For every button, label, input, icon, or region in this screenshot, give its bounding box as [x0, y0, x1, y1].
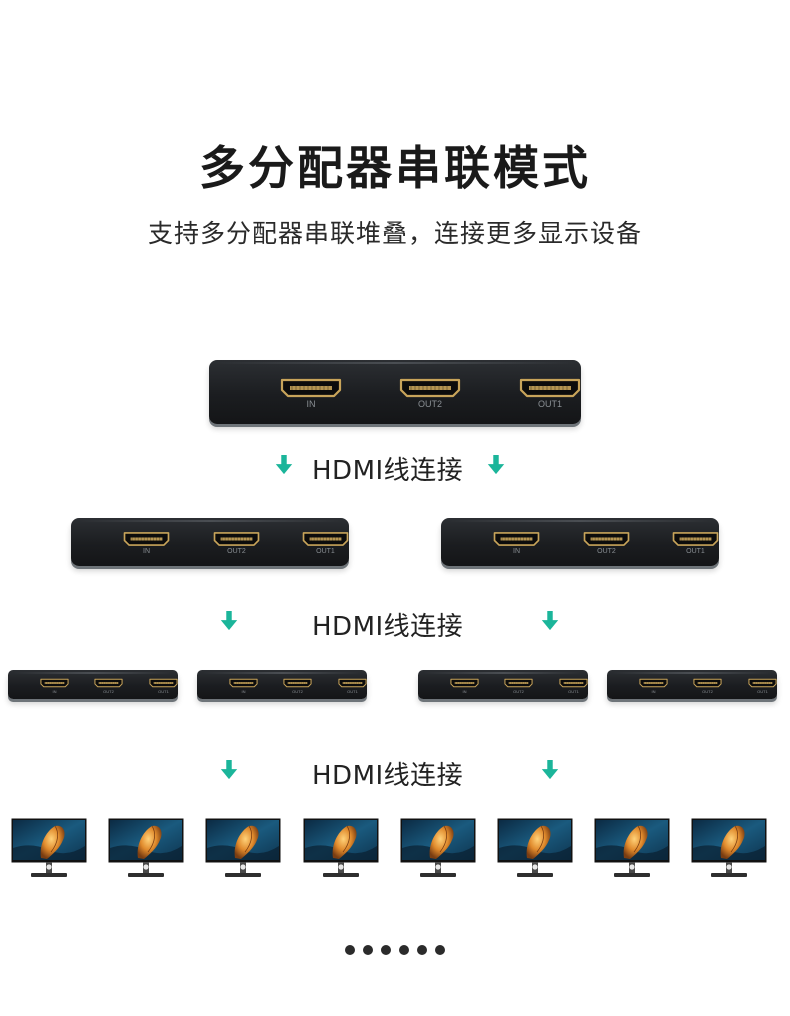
hdmi-port-icon — [40, 678, 69, 688]
hdmi-port-t3-1-out2 — [94, 678, 123, 688]
port-label-t3-4-out2: OUT2 — [702, 689, 713, 694]
hdmi-port-t3-4-in — [639, 678, 668, 688]
port-label-t1-out1: OUT1 — [537, 399, 562, 409]
hdmi-port-t2b-out2 — [583, 531, 630, 547]
arrow-down-icon — [274, 455, 294, 479]
splitter-tier2-left — [71, 518, 349, 566]
hdmi-port-t3-3-in — [450, 678, 479, 688]
arrow-down-icon — [219, 611, 239, 635]
hdmi-port-icon — [693, 678, 722, 688]
pagination-dot — [435, 945, 445, 955]
hdmi-port-icon — [399, 378, 461, 398]
hdmi-port-t3-3-out1 — [559, 678, 588, 688]
hdmi-port-t3-2-in — [229, 678, 258, 688]
hdmi-port-icon — [229, 678, 258, 688]
hdmi-port-icon — [94, 678, 123, 688]
hdmi-port-icon — [283, 678, 312, 688]
port-label-t3-1-out2: OUT2 — [103, 689, 114, 694]
arrow-down-icon — [486, 455, 506, 479]
hdmi-port-icon — [338, 678, 367, 688]
monitor-icon — [594, 818, 670, 884]
port-label-t2a-in: IN — [143, 548, 150, 555]
monitor-icon — [400, 818, 476, 884]
port-label-t3-3-out2: OUT2 — [513, 689, 524, 694]
hdmi-port-icon — [504, 678, 533, 688]
pagination-dots — [0, 940, 790, 959]
port-label-t1-in: IN — [306, 399, 316, 409]
hdmi-port-icon — [559, 678, 588, 688]
port-label-t3-4-out1: OUT1 — [757, 689, 768, 694]
hdmi-port-t3-4-out2 — [693, 678, 722, 688]
port-label-t3-1-out1: OUT1 — [158, 689, 169, 694]
hdmi-port-icon — [213, 532, 260, 546]
splitter-tier1 — [209, 360, 581, 424]
monitor-icon — [497, 818, 573, 884]
monitor-icon — [691, 818, 767, 884]
hdmi-port-t3-2-out1 — [338, 678, 367, 688]
hdmi-port-t1-in — [280, 378, 342, 398]
splitter-tier3-4 — [607, 670, 777, 699]
hdmi-port-t1-out2 — [399, 378, 461, 398]
port-label-t2a-out2: OUT2 — [227, 548, 246, 555]
port-label-t3-4-in: IN — [651, 689, 656, 694]
splitter-tier2-right — [441, 518, 719, 566]
hdmi-port-icon — [149, 678, 178, 688]
hdmi-port-icon — [519, 378, 581, 398]
hdmi-port-t3-1-in — [40, 678, 69, 688]
hdmi-port-t3-1-out1 — [149, 678, 178, 688]
hdmi-port-t2a-out2 — [213, 531, 260, 547]
connection-label-1: HDMI线连接 — [312, 456, 464, 486]
monitor-icon — [205, 818, 281, 884]
hdmi-port-t2b-in — [493, 531, 540, 547]
page-subtitle: 支持多分配器串联堆叠，连接更多显示设备 — [147, 219, 642, 248]
arrow-down-icon — [540, 760, 560, 784]
monitor-icon — [108, 818, 184, 884]
hdmi-port-t2a-out1 — [302, 531, 349, 547]
pagination-dot — [381, 945, 391, 955]
hdmi-port-t3-4-out1 — [748, 678, 777, 688]
monitor-icon — [11, 818, 87, 884]
splitter-tier3-2 — [197, 670, 367, 699]
page-title: 多分配器串联模式 — [199, 141, 591, 195]
port-label-t3-2-in: IN — [241, 689, 246, 694]
port-label-t3-2-out1: OUT1 — [347, 689, 358, 694]
arrow-down-icon — [540, 611, 560, 635]
hdmi-port-t2a-in — [123, 531, 170, 547]
port-label-t3-1-in: IN — [52, 689, 57, 694]
hdmi-port-icon — [302, 532, 349, 546]
hdmi-port-t1-out1 — [519, 378, 581, 398]
connection-label-3: HDMI线连接 — [312, 761, 464, 791]
hdmi-port-icon — [123, 532, 170, 546]
monitor-icon — [303, 818, 379, 884]
port-label-t2b-out2: OUT2 — [597, 548, 616, 555]
port-label-t2b-in: IN — [513, 548, 520, 555]
port-label-t2a-out1: OUT1 — [316, 548, 335, 555]
hdmi-port-t3-2-out2 — [283, 678, 312, 688]
port-label-t3-3-out1: OUT1 — [568, 689, 579, 694]
port-label-t1-out2: OUT2 — [417, 399, 442, 409]
hdmi-port-icon — [450, 678, 479, 688]
hdmi-port-icon — [280, 378, 342, 398]
hdmi-port-icon — [672, 532, 719, 546]
port-label-t3-2-out2: OUT2 — [292, 689, 303, 694]
hdmi-port-icon — [748, 678, 777, 688]
pagination-dot — [363, 945, 373, 955]
splitter-tier3-1 — [8, 670, 178, 699]
pagination-dot — [399, 945, 409, 955]
port-label-t2b-out1: OUT1 — [686, 548, 705, 555]
hdmi-port-t2b-out1 — [672, 531, 719, 547]
port-label-t3-3-in: IN — [462, 689, 467, 694]
arrow-down-icon — [219, 760, 239, 784]
hdmi-port-icon — [493, 532, 540, 546]
hdmi-port-icon — [639, 678, 668, 688]
connection-label-2: HDMI线连接 — [312, 612, 464, 642]
hdmi-port-icon — [583, 532, 630, 546]
splitter-tier3-3 — [418, 670, 588, 699]
pagination-dot — [417, 945, 427, 955]
hdmi-port-t3-3-out2 — [504, 678, 533, 688]
pagination-dot — [345, 945, 355, 955]
